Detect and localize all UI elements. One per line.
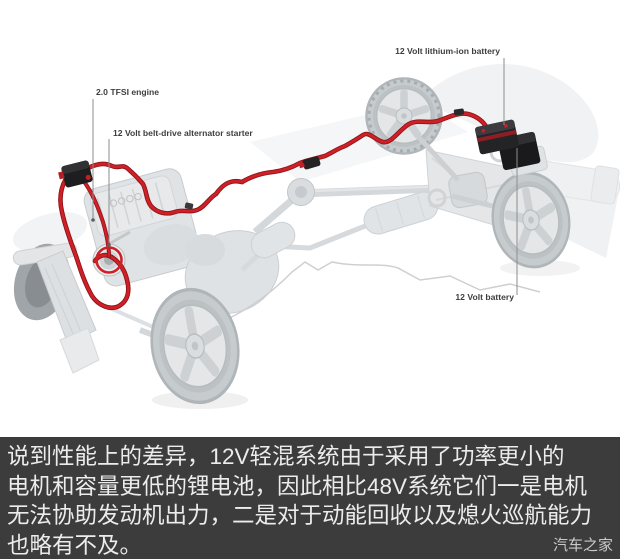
leader-dot [91, 218, 95, 222]
cable-clip [453, 108, 465, 116]
caption-line: 电机和容量更低的锂电池，因此相比48V系统它们一是电机 [7, 473, 588, 499]
rear-left-wheel [365, 77, 443, 155]
power-module [58, 160, 93, 188]
cable-clip [184, 202, 194, 210]
autohome-watermark: 汽车之家 [552, 537, 613, 554]
battery-assembly [475, 119, 548, 177]
battery-12v-label: 12 Volt battery [455, 292, 514, 302]
lithium-battery-box [475, 119, 519, 155]
cable-connector [298, 156, 321, 170]
red-wiring-harness [58, 111, 518, 311]
caption-line: 说到性能上的差异，12V轻混系统由于采用了功率更小的 [7, 444, 565, 469]
mild-hybrid-chassis-diagram: 2.0 TFSI engine 12 Volt belt-drive alter… [12, 46, 620, 412]
leader-dot [107, 243, 111, 247]
engine-label: 2.0 TFSI engine [96, 87, 159, 97]
alternator-starter-label: 12 Volt belt-drive alternator starter [113, 128, 253, 138]
audi-rings-icon [109, 192, 142, 207]
chassis-ghost [12, 132, 620, 374]
caption-bar: 说到性能上的差异，12V轻混系统由于采用了功率更小的 电机和容量更低的锂电池，因… [0, 437, 620, 559]
caption-line: 也略有不及。 [7, 532, 143, 558]
leader-lines [92, 58, 518, 295]
caption-line: 无法协助发动机出力，二是对于动能回收以及熄火巡航能力 [7, 503, 593, 528]
lithium-battery-label: 12 Volt lithium-ion battery [395, 46, 500, 56]
